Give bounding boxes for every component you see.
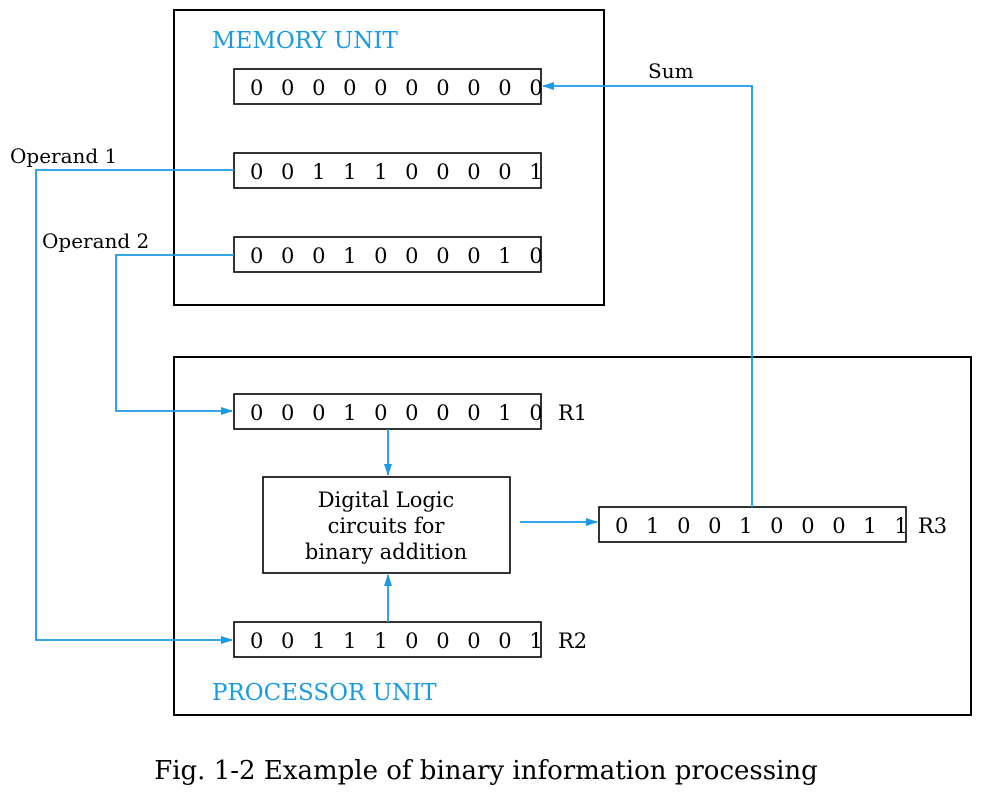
processor-unit-box [173, 356, 972, 716]
operand-1-wire [35, 169, 234, 644]
register-r3-label: R3 [918, 514, 947, 538]
register-r3-value: 0 1 0 0 1 0 0 0 1 1 [615, 514, 913, 538]
register-r2-label: R2 [558, 629, 587, 653]
register-r2-value: 0 0 1 1 1 0 0 0 0 1 [250, 629, 548, 653]
logic-line-1: Digital Logic [318, 488, 455, 512]
memory-word-3-box [233, 236, 542, 273]
sum-wire [542, 82, 753, 507]
register-r2-box [233, 621, 542, 658]
memory-unit-box [173, 9, 605, 306]
memory-word-2-box [233, 152, 542, 189]
figure-caption: Fig. 1-2 Example of binary information p… [154, 756, 818, 786]
register-r1-box [233, 393, 542, 430]
processor-unit-title: PROCESSOR UNIT [212, 680, 437, 706]
register-r3-box [598, 506, 907, 543]
logic-circuit-box [262, 476, 511, 574]
sum-label: Sum [648, 59, 694, 83]
memory-word-1: 0 0 0 0 0 0 0 0 0 0 [250, 76, 548, 100]
operand-2-label: Operand 2 [42, 229, 149, 253]
register-r1-value: 0 0 0 1 0 0 0 0 1 0 [250, 401, 548, 425]
operand-2-wire [115, 254, 234, 415]
memory-word-1-box [233, 68, 542, 105]
register-r1-label: R1 [558, 401, 587, 425]
logic-line-2: circuits for [328, 514, 446, 538]
logic-line-3: binary addition [305, 540, 467, 564]
memory-unit-title: MEMORY UNIT [212, 28, 398, 54]
memory-word-3: 0 0 0 1 0 0 0 0 1 0 [250, 244, 548, 268]
operand-1-label: Operand 1 [10, 144, 117, 168]
memory-word-2: 0 0 1 1 1 0 0 0 0 1 [250, 160, 548, 184]
